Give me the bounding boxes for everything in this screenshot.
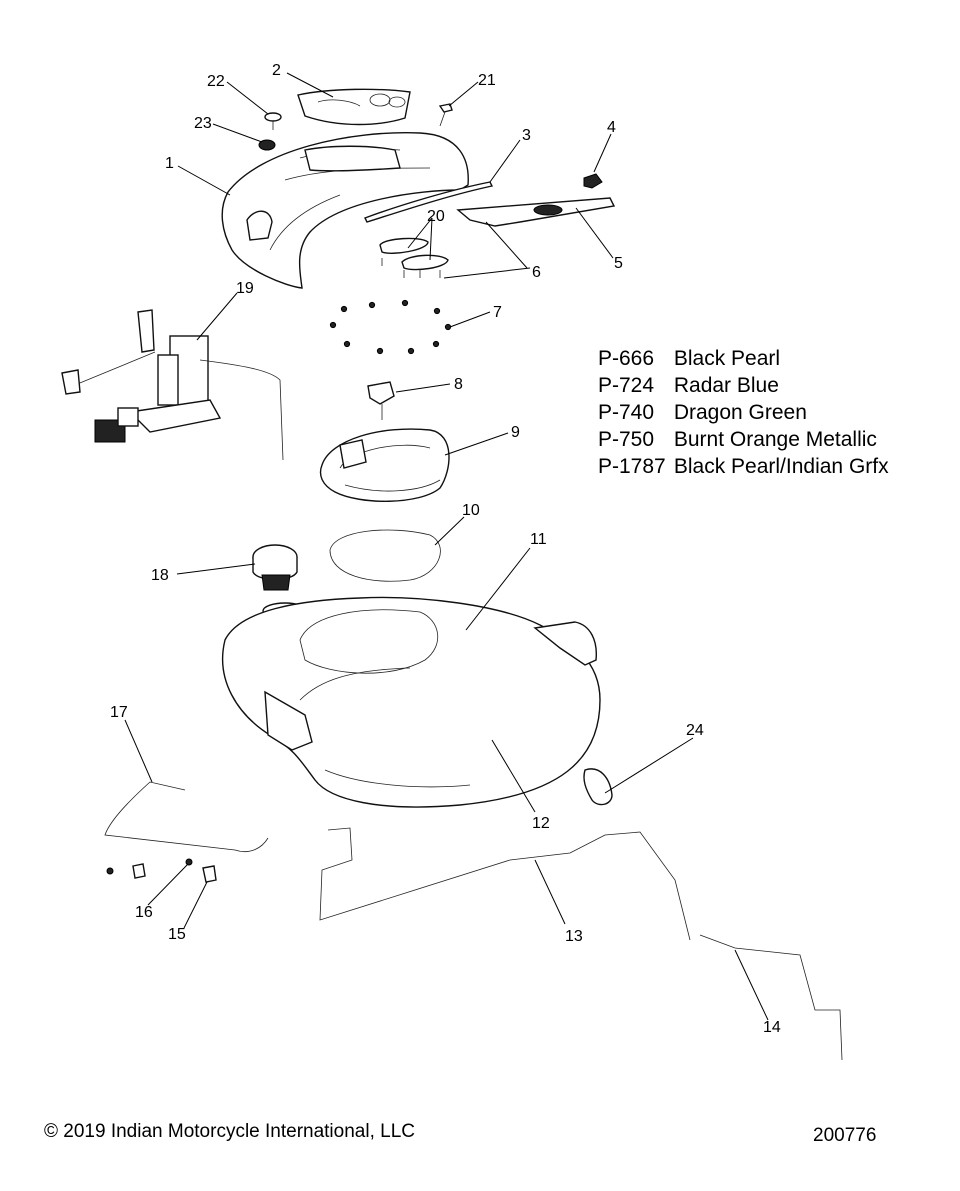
document-number: 200776 <box>813 1125 877 1146</box>
hose-13-part <box>319 827 691 941</box>
callout-18: 18 <box>151 567 169 584</box>
callout-22: 22 <box>207 73 225 90</box>
grommet-23-part <box>258 139 276 151</box>
callout-12: 12 <box>532 815 550 832</box>
callout-17: 17 <box>110 704 128 721</box>
bracket-part <box>456 197 616 227</box>
copyright-notice: © 2019 Indian Motorcycle International, … <box>44 1121 415 1142</box>
console-insert-part <box>297 88 411 126</box>
legend-row: P-666 Black Pearl <box>598 345 889 372</box>
fuel-pump-part <box>61 309 284 461</box>
clip-part <box>583 173 603 189</box>
callout-1: 1 <box>165 155 174 172</box>
callout-2: 2 <box>272 62 281 79</box>
legend-row: P-724 Radar Blue <box>598 372 889 399</box>
callout-7: 7 <box>493 304 502 321</box>
callout-8: 8 <box>454 376 463 393</box>
hose-17-part <box>104 781 269 853</box>
color-code-legend: P-666 Black Pearl P-724 Radar Blue P-740… <box>598 345 889 480</box>
pump-flange-part <box>319 428 450 502</box>
clamp-15-part <box>185 858 217 883</box>
callout-4: 4 <box>607 119 616 136</box>
trim-strip-part <box>364 181 494 223</box>
callout-3: 3 <box>522 127 531 144</box>
legend-row: P-740 Dragon Green <box>598 399 889 426</box>
legend-row: P-1787 Black Pearl/Indian Grfx <box>598 453 889 480</box>
color-name: Black Pearl <box>673 347 781 370</box>
callout-13: 13 <box>565 928 583 945</box>
callout-11: 11 <box>530 531 547 548</box>
fastener-22-part <box>264 112 282 130</box>
callout-23: 23 <box>194 115 212 132</box>
callout-19: 19 <box>236 280 254 297</box>
color-code: P-1787 <box>598 455 666 478</box>
callout-5: 5 <box>614 255 623 272</box>
color-name: Radar Blue <box>673 374 779 397</box>
clip-ring-part <box>583 768 613 806</box>
callout-9: 9 <box>511 424 520 441</box>
nuts-ring-part <box>329 299 452 355</box>
callout-24: 24 <box>686 722 704 739</box>
connector-part <box>367 381 395 420</box>
color-name: Burnt Orange Metallic <box>673 428 877 451</box>
plate-20-part <box>379 237 449 278</box>
hose-14-part <box>699 934 843 1061</box>
clamp-16-part <box>106 863 146 879</box>
color-code: P-666 <box>598 347 655 370</box>
fuel-tank-part <box>221 596 601 808</box>
legend-row: P-750 Burnt Orange Metallic <box>598 426 889 453</box>
console-cover-part <box>221 132 469 289</box>
color-code: P-750 <box>598 428 655 451</box>
gasket-part <box>329 529 441 582</box>
color-code: P-724 <box>598 374 655 397</box>
callout-6: 6 <box>532 264 541 281</box>
callout-16: 16 <box>135 904 153 921</box>
color-name: Dragon Green <box>673 401 807 424</box>
callout-15: 15 <box>168 926 186 943</box>
leader-lines <box>124 72 769 1021</box>
screw-21-part <box>438 103 453 127</box>
callout-20: 20 <box>427 208 445 225</box>
color-name: Black Pearl/Indian Grfx <box>673 455 889 478</box>
callout-10: 10 <box>462 502 480 519</box>
callout-14: 14 <box>763 1019 781 1036</box>
callout-21: 21 <box>478 72 496 89</box>
color-code: P-740 <box>598 401 655 424</box>
